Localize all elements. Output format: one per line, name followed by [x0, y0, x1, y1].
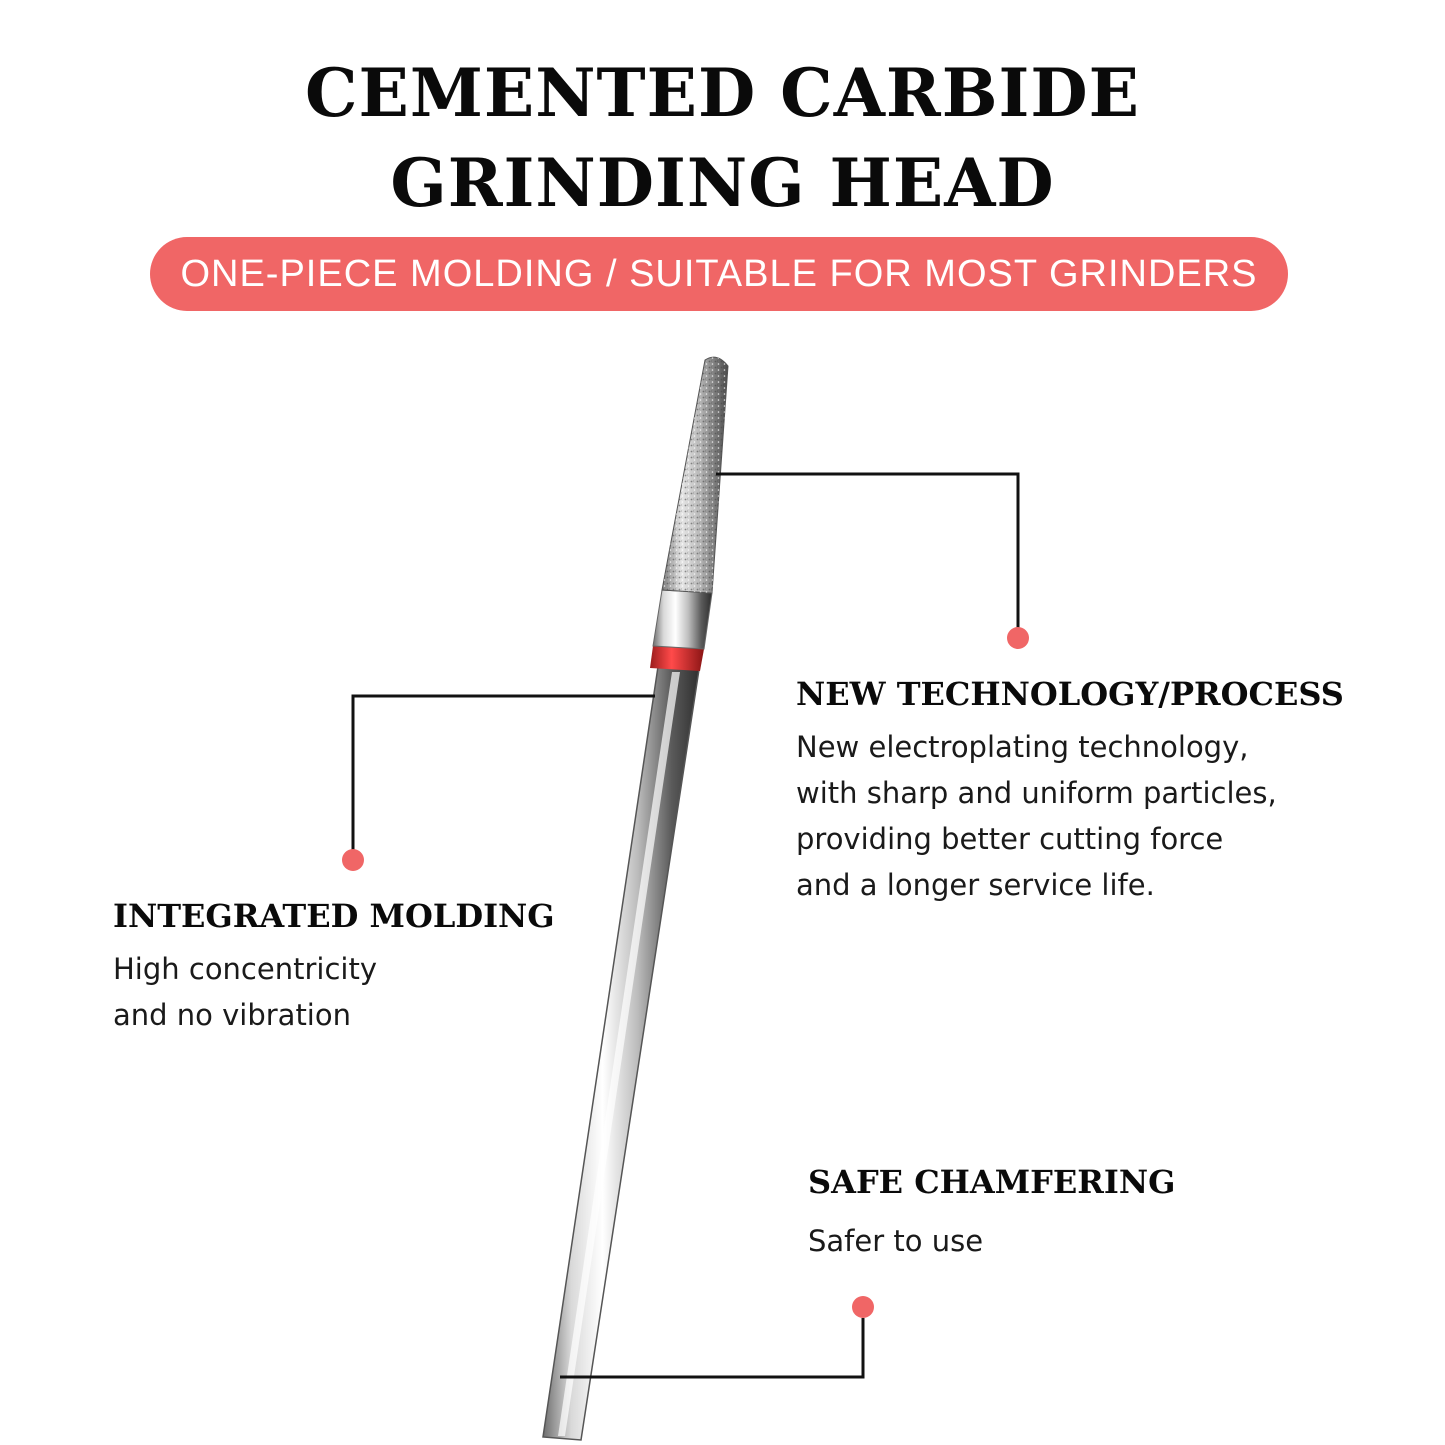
banner-text: ONE-PIECE MOLDING / SUITABLE FOR MOST GR…	[180, 252, 1258, 295]
feature-text-line: New electroplating technology,	[796, 730, 1249, 764]
feature-text-line: providing better cutting force	[796, 822, 1224, 856]
feature-text-line: Safer to use	[808, 1224, 984, 1258]
callout-new-technology	[716, 472, 1029, 649]
callout-dot-icon	[342, 849, 364, 871]
feature-description: New electroplating technology, with shar…	[796, 724, 1344, 908]
bit-collar	[652, 589, 713, 650]
feature-title: NEW TECHNOLOGY/PROCESS	[796, 675, 1344, 713]
subtitle-banner: ONE-PIECE MOLDING / SUITABLE FOR MOST GR…	[150, 237, 1288, 311]
feature-text-line: with sharp and uniform particles,	[796, 776, 1277, 810]
feature-title: SAFE CHAMFERING	[808, 1163, 1176, 1201]
feature-safe-chamfering: SAFE CHAMFERING Safer to use	[808, 1166, 1175, 1264]
callout-dot-icon	[1007, 627, 1029, 649]
feature-description: High concentricity and no vibration	[113, 946, 555, 1038]
feature-integrated-molding: INTEGRATED MOLDING High concentricity an…	[113, 900, 555, 1038]
feature-text-line: and a longer service life.	[796, 868, 1155, 902]
callout-safe-chamfering	[560, 1296, 874, 1379]
feature-text-line: and no vibration	[113, 998, 351, 1032]
grinding-bit-icon	[542, 356, 729, 1441]
feature-description: Safer to use	[808, 1218, 1175, 1264]
feature-new-technology: NEW TECHNOLOGY/PROCESS New electroplatin…	[796, 678, 1344, 908]
callout-integrated-molding	[342, 694, 655, 871]
callout-dot-icon	[852, 1296, 874, 1318]
feature-text-line: High concentricity	[113, 952, 377, 986]
title-line-2: GRINDING HEAD	[390, 144, 1055, 222]
title-line-1: CEMENTED CARBIDE	[305, 54, 1140, 132]
bit-red-ring	[650, 646, 704, 671]
feature-title: INTEGRATED MOLDING	[113, 897, 555, 935]
